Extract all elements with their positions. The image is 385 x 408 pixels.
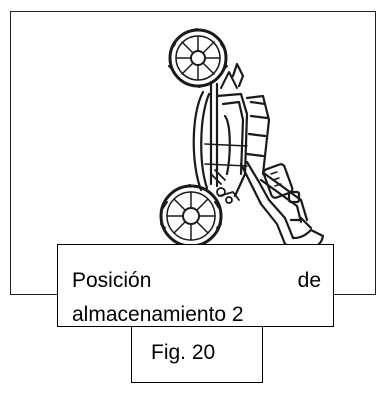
handle-bar xyxy=(259,163,309,224)
caption-word-posicion: Posición xyxy=(72,269,152,292)
figure-caption-box: Posición de almacenamiento 2 xyxy=(57,244,334,327)
folded-stroller-storage-position-icon xyxy=(159,28,325,251)
caption-word-de: de xyxy=(297,269,321,292)
caption-line-2: almacenamiento 2 xyxy=(72,303,244,326)
figure-number-box: Fig. 20 xyxy=(131,327,263,383)
top-wheel xyxy=(168,28,228,88)
folded-chassis xyxy=(192,62,325,251)
figure-number-label: Fig. 20 xyxy=(151,341,216,364)
bottom-wheel xyxy=(159,184,223,248)
chassis-details xyxy=(210,169,240,204)
caption-line-1: Posición de xyxy=(72,263,321,299)
